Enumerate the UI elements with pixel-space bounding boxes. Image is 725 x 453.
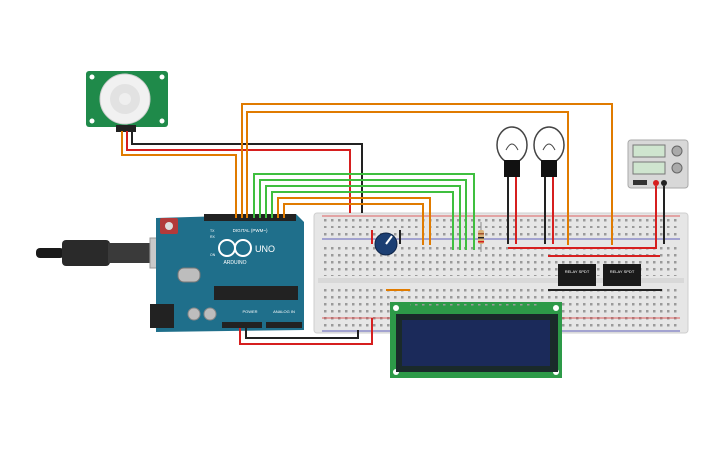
power-jack — [150, 304, 174, 328]
atmega-chip — [214, 286, 298, 300]
rx-label: RX — [210, 235, 216, 239]
potentiometer-icon — [374, 232, 398, 256]
power-label: POWER — [242, 309, 257, 314]
digital-header — [204, 214, 296, 221]
relay-2-label: RELAY SPDT — [610, 269, 635, 274]
resistor-icon — [478, 222, 484, 252]
analog-label: ANALOG IN — [273, 309, 295, 314]
tx-label: TX — [210, 229, 215, 233]
light-bulb-icon — [496, 126, 528, 177]
relay-icon: RELAY SPDT — [558, 264, 596, 286]
relay-icon: RELAY SPDT — [603, 264, 641, 286]
lcd-display-icon — [390, 302, 562, 378]
arduino-uno-board: DIGITAL (PWM~) ARDUINO UNO TX RX ON POWE… — [150, 214, 304, 332]
arduino-brand: ARDUINO — [223, 260, 246, 266]
relay-1-label: RELAY SPDT — [565, 269, 590, 274]
power-header — [222, 322, 262, 328]
arduino-model: UNO — [255, 244, 275, 254]
usb-cable-icon — [36, 237, 173, 269]
power-supply-icon — [627, 139, 689, 189]
wires — [121, 103, 665, 345]
light-bulb-icon — [533, 126, 565, 177]
pir-sensor-icon — [86, 71, 168, 132]
analog-header — [266, 322, 302, 328]
on-label: ON — [210, 253, 216, 257]
digital-header-label: DIGITAL (PWM~) — [233, 228, 268, 233]
